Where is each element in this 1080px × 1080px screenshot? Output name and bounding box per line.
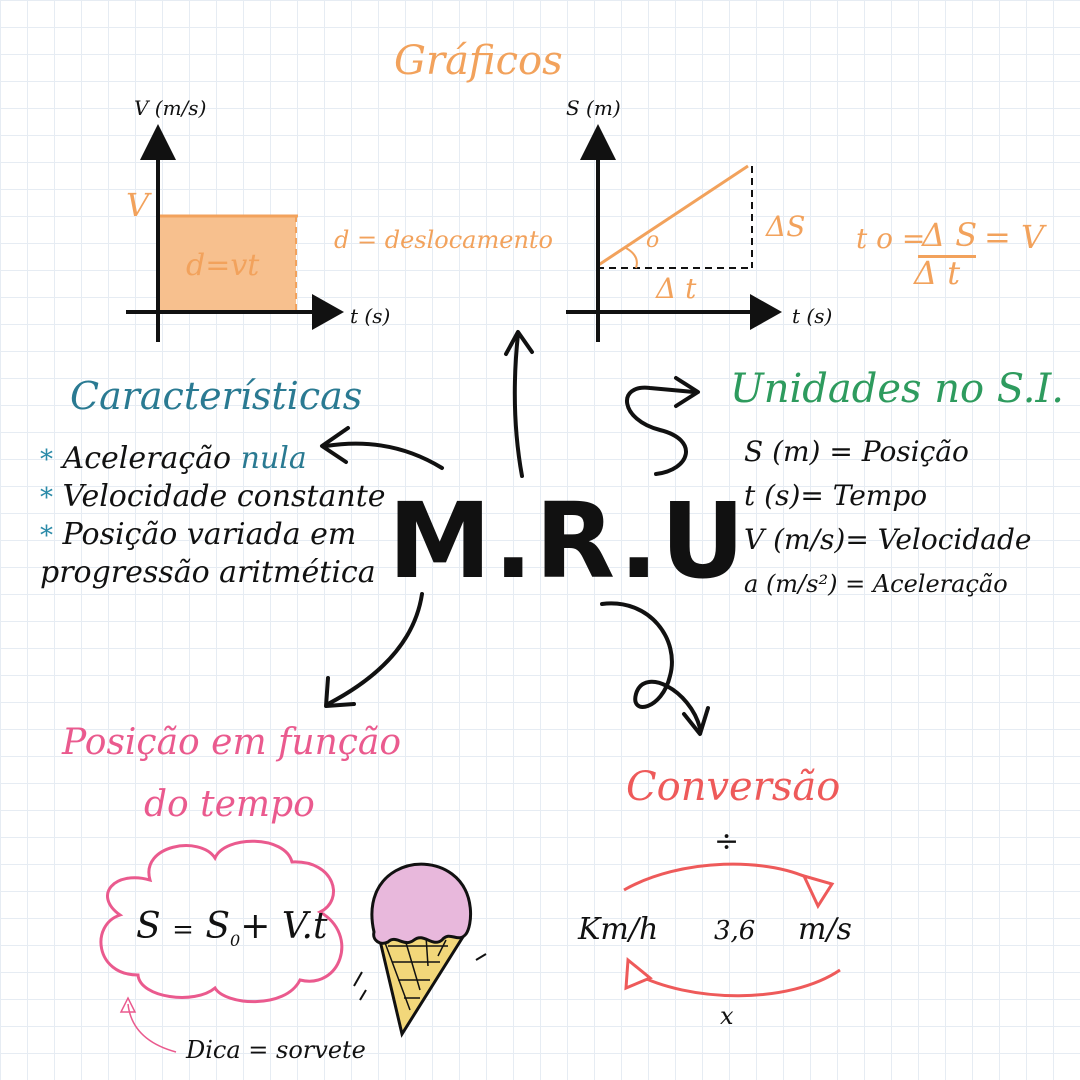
from-unit: Km/h xyxy=(578,912,659,947)
unidades-item-4: a (m/s²) = Aceleração xyxy=(744,570,1008,598)
formula-equals: = xyxy=(172,915,194,945)
unidades-item-2: t (s)= Tempo xyxy=(744,479,928,512)
formula-left: t o = xyxy=(856,222,926,255)
formula-right: = V xyxy=(984,218,1045,256)
ice-cream-icon xyxy=(353,862,487,1038)
caracteristicas-continuation: progressão aritmética xyxy=(40,555,376,590)
formula-fraction-bar xyxy=(918,255,976,258)
multiply-icon: x xyxy=(720,1002,734,1030)
conversion-factor: 3,6 xyxy=(714,916,756,946)
graficos-heading: Gráficos xyxy=(394,38,563,84)
bullet-icon: * xyxy=(40,483,53,513)
velocity-y-axis-label: V (m/s) xyxy=(134,96,207,120)
velocity-marker: V xyxy=(126,186,150,224)
caracteristicas-heading: Características xyxy=(70,374,363,418)
bullet-icon: * xyxy=(40,445,53,475)
tip-text: Dica = sorvete xyxy=(186,1036,366,1064)
position-formula: S = S0+ V.t xyxy=(136,906,327,950)
arrow-to-unidades xyxy=(625,385,696,476)
formula-s0: S xyxy=(205,906,231,947)
arrow-to-conversao xyxy=(600,601,702,730)
arrow-to-graficos xyxy=(512,332,524,478)
formula-subscript: 0 xyxy=(230,931,241,951)
caracteristicas-item-2: * Velocidade constante xyxy=(40,478,386,517)
angle-label: o xyxy=(646,228,660,253)
item-highlight: nula xyxy=(240,441,307,476)
item-text: Posição variada em xyxy=(62,517,357,552)
bullet-icon: * xyxy=(40,521,53,551)
unidades-heading: Unidades no S.I. xyxy=(730,366,1065,412)
delta-t-label: Δ t xyxy=(656,272,697,305)
delta-s-label: ΔS xyxy=(766,210,806,243)
unidades-item-3: V (m/s)= Velocidade xyxy=(744,523,1032,556)
divide-arrow xyxy=(623,862,817,892)
deslocamento-note: d = deslocamento xyxy=(334,226,553,254)
tip-arrow xyxy=(127,1003,177,1053)
displacement-area xyxy=(158,216,296,310)
velocity-graph xyxy=(126,124,344,342)
caracteristicas-item-1: * Aceleração nula xyxy=(40,440,307,479)
formula-s: S xyxy=(136,906,161,947)
item-text: Aceleração xyxy=(62,441,241,476)
posicao-heading-line1: Posição em função xyxy=(62,722,402,763)
position-y-axis-label: S (m) xyxy=(566,96,621,120)
divide-icon: ÷ xyxy=(714,824,740,859)
item-text: Velocidade constante xyxy=(62,479,386,514)
area-label: d=vt xyxy=(186,248,260,283)
position-x-axis-label: t (s) xyxy=(792,304,833,328)
caracteristicas-item-3: * Posição variada em xyxy=(40,516,356,555)
x-axis-arrow xyxy=(750,294,782,330)
formula-denominator: Δ t xyxy=(914,254,961,292)
velocity-x-axis-label: t (s) xyxy=(350,304,391,328)
position-graph xyxy=(566,124,782,342)
to-unit: m/s xyxy=(798,912,852,947)
posicao-heading-line2: do tempo xyxy=(144,784,315,825)
conversion-arrows xyxy=(623,862,841,998)
formula-rest: + V.t xyxy=(240,906,328,947)
arrow-to-caracteristicas xyxy=(324,441,444,470)
unidades-item-1: S (m) = Posição xyxy=(744,435,969,468)
y-axis-arrow xyxy=(580,124,616,160)
x-axis-arrow xyxy=(312,294,344,330)
conversao-heading: Conversão xyxy=(626,764,841,810)
main-title: M.R.U xyxy=(388,480,747,602)
formula-numerator: Δ S xyxy=(922,216,978,254)
arrow-to-posicao xyxy=(326,592,424,706)
y-axis-arrow xyxy=(140,124,176,160)
multiply-arrow xyxy=(631,968,841,998)
position-line xyxy=(596,164,749,268)
formula-cloud xyxy=(99,839,344,1004)
center-arrows xyxy=(320,330,710,736)
